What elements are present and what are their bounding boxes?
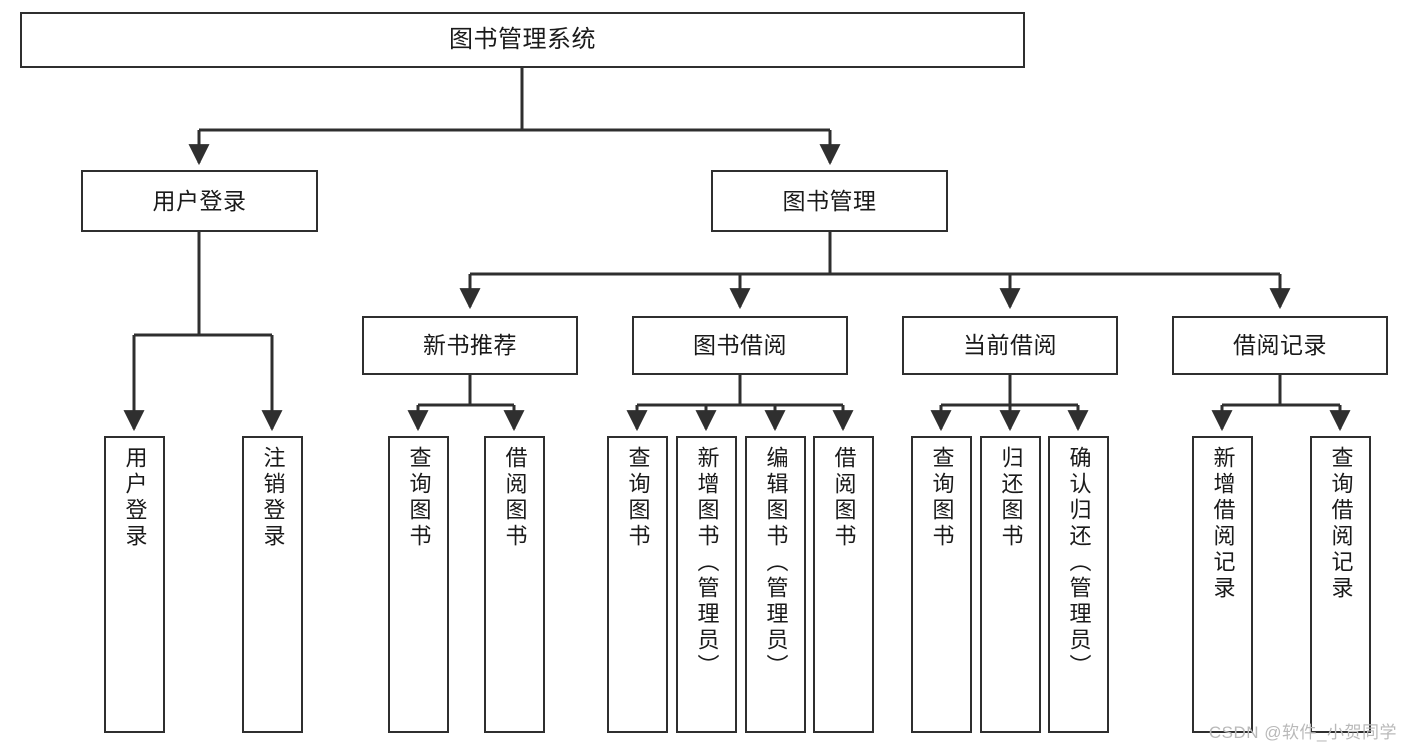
node-leaf-query-record-label: 查询借阅记录 [1328,446,1354,602]
node-leaf-return-book[interactable]: 归还图书 [980,436,1041,733]
node-leaf-add-book-label: 新增图书（管理员） [694,446,720,680]
node-current-borrow-label: 当前借阅 [963,332,1057,358]
node-leaf-borrow-book-1[interactable]: 借阅图书 [484,436,545,733]
node-leaf-logout-label: 注销登录 [260,446,286,550]
node-leaf-borrow-book-2-label: 借阅图书 [831,446,857,550]
node-leaf-query-book-1[interactable]: 查询图书 [388,436,449,733]
node-leaf-add-record[interactable]: 新增借阅记录 [1192,436,1253,733]
node-leaf-query-record[interactable]: 查询借阅记录 [1310,436,1371,733]
node-new-book-rec-label: 新书推荐 [423,332,517,358]
node-book-manage-label: 图书管理 [782,187,877,214]
node-borrow-record-label: 借阅记录 [1233,332,1327,358]
node-book-borrow-label: 图书借阅 [693,332,787,358]
node-leaf-edit-book[interactable]: 编辑图书（管理员） [745,436,806,733]
node-borrow-record[interactable]: 借阅记录 [1172,316,1388,375]
node-leaf-confirm-return-label: 确认归还（管理员） [1066,446,1092,680]
node-leaf-add-book[interactable]: 新增图书（管理员） [676,436,737,733]
csdn-watermark: CSDN @软件_小贺同学 [1208,723,1397,742]
node-root-label: 图书管理系统 [449,26,596,53]
node-current-borrow[interactable]: 当前借阅 [902,316,1118,375]
node-leaf-query-book-2[interactable]: 查询图书 [607,436,668,733]
node-book-manage[interactable]: 图书管理 [711,170,948,232]
node-leaf-query-book-3[interactable]: 查询图书 [911,436,972,733]
node-user-login-label: 用户登录 [152,187,247,214]
node-leaf-add-record-label: 新增借阅记录 [1210,446,1236,602]
node-leaf-query-book-3-label: 查询图书 [929,446,955,550]
node-leaf-borrow-book-2[interactable]: 借阅图书 [813,436,874,733]
node-root[interactable]: 图书管理系统 [20,12,1025,68]
node-book-borrow[interactable]: 图书借阅 [632,316,848,375]
node-leaf-query-book-2-label: 查询图书 [625,446,651,550]
node-user-login[interactable]: 用户登录 [81,170,318,232]
node-leaf-edit-book-label: 编辑图书（管理员） [763,446,789,680]
node-leaf-user-login-label: 用户登录 [122,446,148,550]
node-leaf-query-book-1-label: 查询图书 [406,446,432,550]
node-leaf-user-login[interactable]: 用户登录 [104,436,165,733]
node-new-book-rec[interactable]: 新书推荐 [362,316,578,375]
node-leaf-logout[interactable]: 注销登录 [242,436,303,733]
node-leaf-confirm-return[interactable]: 确认归还（管理员） [1048,436,1109,733]
node-leaf-return-book-label: 归还图书 [998,446,1024,550]
node-leaf-borrow-book-1-label: 借阅图书 [502,446,528,550]
